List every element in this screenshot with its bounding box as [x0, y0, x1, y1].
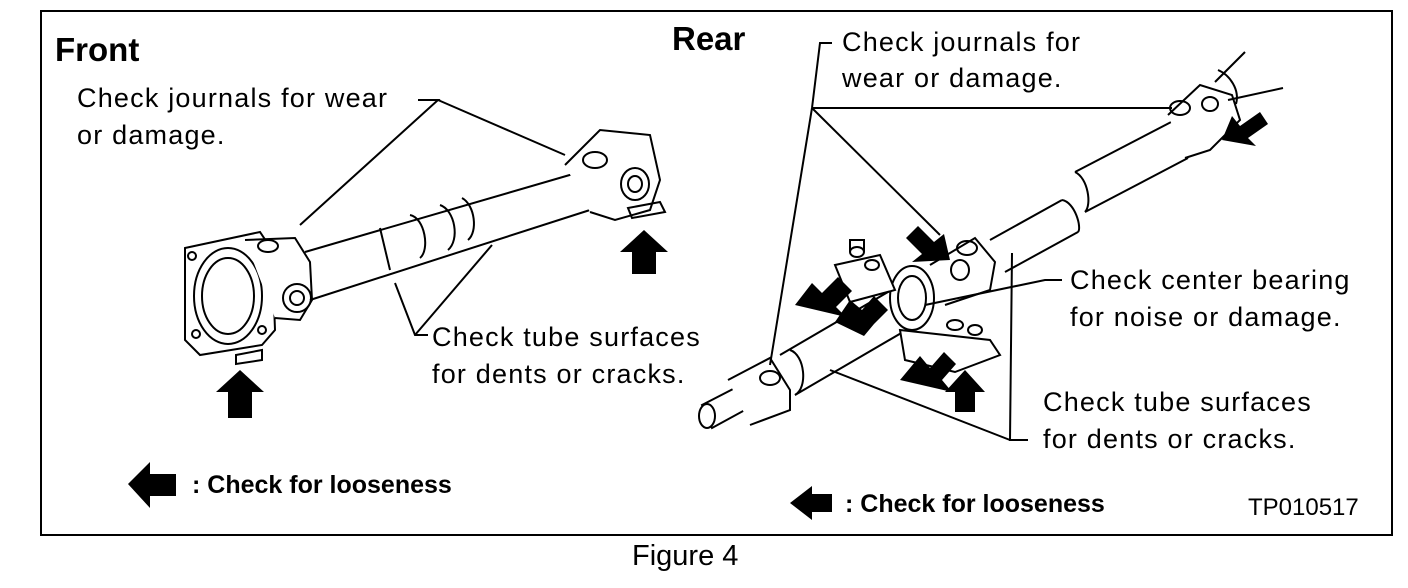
front-tube-label-line1: Check tube surfaces — [432, 322, 701, 352]
rear-tube-label-line1: Check tube surfaces — [1043, 387, 1312, 417]
rear-arrow-2 — [835, 296, 888, 336]
front-arrow-up-right — [620, 230, 668, 274]
rear-tube-label-line2: for dents or cracks. — [1043, 424, 1297, 454]
rear-arrow-6 — [1222, 112, 1268, 146]
rear-bearing-label-line2: for noise or damage. — [1070, 302, 1342, 332]
figure-frame — [40, 10, 1393, 536]
rear-arrow-5 — [906, 226, 950, 262]
rear-arrow-4 — [945, 370, 985, 412]
figure-caption: Figure 4 — [632, 540, 739, 572]
front-legend-text: : Check for looseness — [192, 471, 452, 499]
rear-heading: Rear — [672, 20, 746, 57]
rear-bearing-leader — [924, 279, 1062, 306]
rear-legend-arrow-left — [790, 486, 832, 520]
front-journals-label-line1: Check journals for wear — [77, 83, 389, 113]
front-propeller-shaft — [184, 128, 667, 366]
rear-legend-text: : Check for looseness — [845, 490, 1105, 518]
rear-arrow-1 — [795, 277, 852, 317]
front-legend-arrow-left — [128, 462, 176, 508]
front-tube-label-line2: for dents or cracks. — [432, 359, 686, 389]
front-journal-leaders — [299, 99, 566, 226]
rear-bearing-label-line1: Check center bearing — [1070, 265, 1351, 295]
front-heading: Front — [55, 31, 140, 68]
rear-journals-label-line1: Check journals for — [842, 27, 1082, 57]
rear-journal-leaders — [769, 42, 1172, 366]
front-arrow-up-left — [216, 370, 264, 418]
front-journals-label-line2: or damage. — [77, 120, 226, 150]
rear-journals-label-line2: wear or damage. — [842, 63, 1063, 93]
figure-ref-code: TP010517 — [1248, 494, 1359, 521]
rear-tube-leaders — [829, 252, 1028, 441]
front-tube-leaders — [394, 244, 493, 336]
rear-arrow-3 — [900, 352, 956, 392]
rear-propeller-shaft — [698, 51, 1284, 430]
